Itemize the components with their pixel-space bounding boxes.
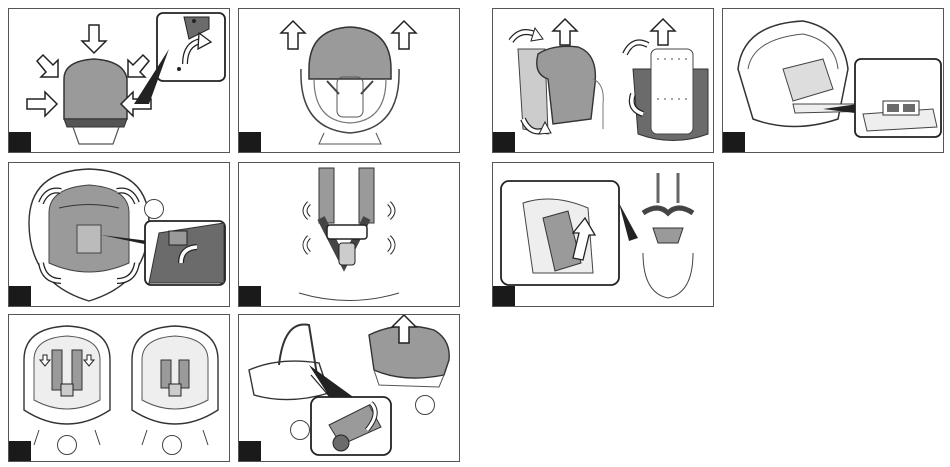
step-circle-marker [415, 395, 435, 415]
step-number-badge [239, 441, 261, 461]
panel-3 [492, 8, 714, 153]
panel-5 [8, 162, 230, 307]
step-number-badge [239, 132, 261, 152]
step-circle-marker [162, 435, 182, 455]
panel-8 [8, 314, 230, 462]
carry-handle-release-icon [239, 315, 460, 462]
lift-canopy-arrows-icon [239, 9, 460, 153]
panel-6 [238, 162, 460, 307]
seat-pad-removal-icon [9, 163, 230, 307]
panel-2 [238, 8, 460, 153]
step-number-badge [493, 286, 515, 306]
harness-buckle-rotation-icon [239, 163, 460, 307]
step-circle-marker [144, 199, 164, 219]
panel-4 [722, 8, 944, 153]
canopy-attach-arrows-icon [9, 9, 230, 153]
panel-1 [8, 8, 230, 153]
step-number-badge [9, 286, 31, 306]
panel-9 [238, 314, 460, 462]
step-number-badge [239, 286, 261, 306]
fabric-cover-removal-icon [493, 9, 714, 153]
step-number-badge [493, 132, 515, 152]
base-underside-label-icon [723, 9, 944, 153]
step-number-badge [723, 132, 745, 152]
harness-slot-positions-icon [9, 315, 230, 462]
step-circle-marker [290, 420, 310, 440]
step-number-badge [9, 441, 31, 461]
panel-7 [492, 162, 714, 307]
strap-release-detail-icon [493, 163, 714, 307]
step-circle-marker [57, 435, 77, 455]
step-number-badge [9, 132, 31, 152]
